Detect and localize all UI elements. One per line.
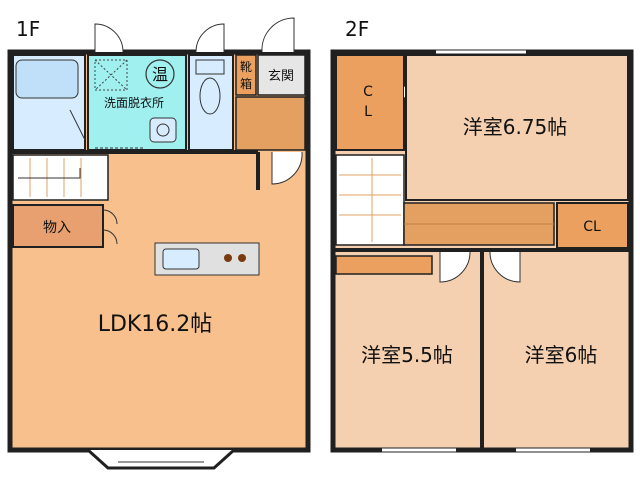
storage-door <box>102 209 118 245</box>
entrance <box>257 54 306 96</box>
western-55-door <box>439 251 471 283</box>
washroom-label: 洗面脱衣所 <box>104 95 164 110</box>
western-55-label: 洋室5.5帖 <box>361 343 453 367</box>
second-floor-stairs <box>335 154 405 246</box>
wash-basin <box>149 117 177 143</box>
stove-burner <box>238 254 246 262</box>
shoe-box-label-1: 靴 <box>240 60 252 74</box>
second-floor-title: 2F <box>345 17 369 41</box>
western-675-label: 洋室6.75帖 <box>463 115 568 139</box>
toilet-exterior-door <box>195 23 225 53</box>
washroom-exterior-door <box>94 23 124 53</box>
western-6-door <box>489 251 521 283</box>
entrance-label: 玄関 <box>268 69 294 84</box>
bath-door <box>69 109 86 141</box>
toilet-tank <box>195 59 225 75</box>
first-floor-title: 1F <box>16 17 40 41</box>
closet-1 <box>335 54 405 151</box>
entrance-door <box>261 17 295 53</box>
western-room-675 <box>405 54 629 201</box>
water-heater-label: 温 <box>152 65 168 84</box>
shoe-box <box>235 54 257 96</box>
washing-machine-cross-b <box>94 59 128 91</box>
second-floor-plan: C L 洋室6.75帖 CL 洋室5.5帖 洋室6帖 2F <box>330 17 634 453</box>
washing-machine <box>94 59 128 91</box>
entrance-hall <box>235 96 306 151</box>
closet-1-label-2: L <box>364 104 372 120</box>
kitchen-sink <box>162 248 200 270</box>
shoe-box-label-2: 箱 <box>240 76 252 91</box>
water-heater-circle <box>145 59 175 89</box>
closet-2-label: CL <box>583 219 601 235</box>
stove-burner <box>224 254 232 262</box>
toilet-bowl <box>199 77 221 115</box>
stair-arrow <box>18 168 81 179</box>
wash-basin-bowl <box>156 123 170 137</box>
storage-label: 物入 <box>43 220 71 236</box>
closet-1-label-1: C <box>363 84 373 100</box>
bathtub <box>15 59 79 99</box>
closet-3 <box>335 255 433 275</box>
first-floor-plan: 温 洗面脱衣所 靴 箱 玄関 物入 <box>7 17 311 470</box>
bay-window <box>86 448 236 470</box>
western-6-label: 洋室6帖 <box>525 343 598 367</box>
storage-room <box>12 204 104 248</box>
hall-door <box>271 151 303 185</box>
ldk-label: LDK16.2帖 <box>98 312 213 337</box>
